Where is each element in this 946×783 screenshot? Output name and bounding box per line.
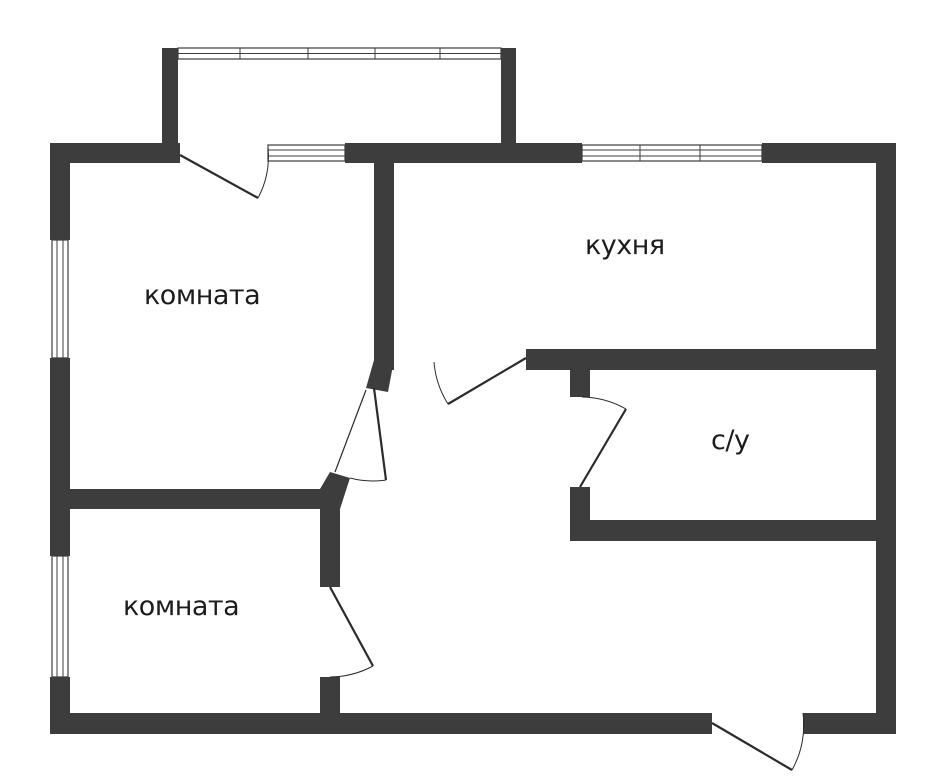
wall-bathroom-bottom — [570, 520, 876, 541]
room-label-bathroom: с/у — [711, 425, 750, 456]
balcony-wall-left — [162, 48, 178, 148]
door-top-left-room — [334, 387, 388, 482]
wall-room-jamb — [366, 360, 394, 392]
wall-bottom-right — [803, 713, 896, 734]
wall-bottom-room-jamb — [320, 677, 340, 717]
door-bottom-left-room — [329, 586, 374, 678]
balcony-wall-right — [501, 48, 516, 148]
balcony-door — [179, 147, 269, 199]
wall-left-upper — [50, 143, 70, 240]
wall-top-right — [762, 143, 896, 163]
room-label-kitchen: кухня — [585, 230, 665, 261]
wall-bathroom-jamb-top — [570, 370, 590, 397]
window-top-left-room — [267, 144, 346, 162]
wall-bottom-left — [50, 713, 712, 734]
room-label-bottom-left: комната — [123, 591, 240, 622]
wall-between-rooms — [70, 489, 340, 509]
wall-room-kitchen — [374, 163, 394, 370]
window-left-upper — [51, 239, 69, 359]
wall-left-middle — [50, 358, 70, 556]
wall-bottom-room-right — [320, 505, 340, 587]
wall-corridor-corner — [320, 472, 350, 509]
door-bathroom — [579, 396, 627, 488]
door-kitchen — [433, 357, 527, 405]
wall-top-left — [50, 143, 180, 163]
window-left-lower — [51, 555, 69, 678]
wall-kitchen-bottom — [526, 349, 876, 370]
wall-top-middle — [345, 143, 582, 163]
entrance-door — [711, 712, 805, 771]
wall-right — [876, 143, 896, 734]
window-kitchen — [581, 144, 763, 162]
room-label-top-left: комната — [144, 280, 261, 311]
